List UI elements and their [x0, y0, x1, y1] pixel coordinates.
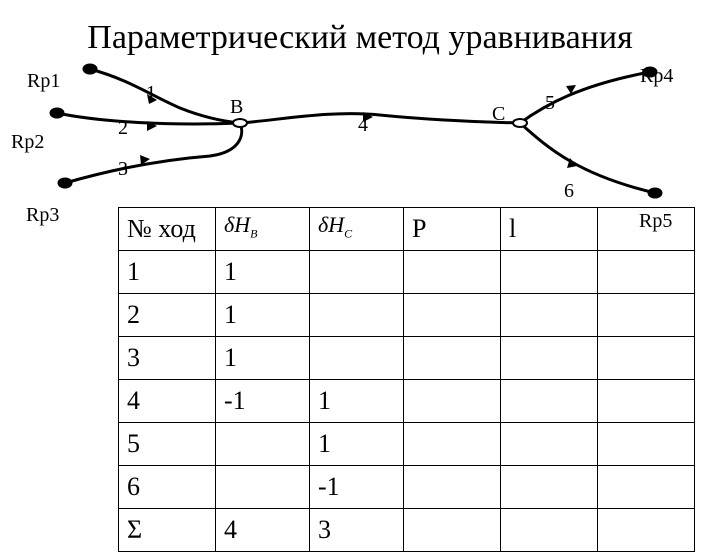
node-c-label: C [492, 103, 506, 125]
extra-cell [597, 379, 695, 423]
l-cell [500, 379, 598, 423]
route-6-label: 6 [564, 180, 574, 202]
table-row: 5 1 [118, 422, 695, 466]
l-cell [500, 293, 598, 337]
table-header-row: № ход δHB δHC P l [118, 207, 695, 251]
header-delta-hb: δHB [215, 207, 310, 251]
rp5-marker [647, 187, 663, 199]
arrow-icon [140, 155, 150, 165]
rp4-label: Rp4 [640, 65, 674, 87]
p-cell [403, 465, 501, 509]
l-cell [500, 250, 598, 294]
p-cell [403, 379, 501, 423]
route-2-label: 2 [118, 117, 128, 139]
page-title: Параметрический метод уравнивания [87, 19, 633, 56]
header-l: l [500, 207, 598, 251]
p-cell [403, 508, 501, 552]
hc-cell: -1 [309, 465, 404, 509]
hb-cell [215, 422, 310, 466]
benchmark-markers [49, 63, 663, 199]
l-cell [500, 336, 598, 380]
route-4-line [239, 112, 521, 125]
route-cell: 2 [118, 293, 216, 337]
leveling-network-diagram [49, 63, 663, 199]
node-b-label: B [230, 96, 244, 118]
direction-arrows [140, 85, 577, 168]
table-row: 6 -1 [118, 465, 695, 509]
hc-cell: 1 [309, 422, 404, 466]
table-row: 2 1 [118, 293, 695, 337]
table-row: 1 1 [118, 250, 695, 294]
rp3-marker [57, 177, 73, 189]
route-1-label: 1 [146, 82, 156, 104]
route-5-label: 5 [545, 92, 555, 114]
hc-cell [309, 293, 404, 337]
l-cell [500, 422, 598, 466]
hb-cell: 1 [215, 293, 310, 337]
rp2-marker [49, 107, 65, 119]
hb-cell [215, 465, 310, 509]
arrow-icon [566, 85, 576, 94]
table-row: 4 -1 1 [118, 379, 695, 423]
extra-cell [597, 465, 695, 509]
hc-cell [309, 250, 404, 294]
hb-cell: 1 [215, 336, 310, 380]
node-c-marker [512, 118, 528, 128]
hc-cell: 1 [309, 379, 404, 423]
route-2-line [56, 111, 241, 126]
rp4-marker [642, 66, 658, 78]
arrow-icon [567, 158, 577, 168]
sum-label-cell: Σ [118, 508, 216, 552]
route-4-label: 4 [358, 114, 368, 136]
route-cell: 4 [118, 379, 216, 423]
route-cell: 1 [118, 250, 216, 294]
route-6-line [518, 121, 656, 195]
l-cell [500, 508, 598, 552]
route-cell: 5 [118, 422, 216, 466]
hb-cell: 1 [215, 250, 310, 294]
table-row: 3 1 [118, 336, 695, 380]
l-cell [500, 465, 598, 509]
rp3-label: Rp3 [26, 204, 60, 226]
extra-cell [597, 293, 695, 337]
header-empty [597, 207, 695, 251]
route-5-line [519, 70, 651, 125]
route-1-line [89, 67, 241, 125]
sum-hb-cell: 4 [215, 508, 310, 552]
extra-cell [597, 336, 695, 380]
sum-hc-cell: 3 [309, 508, 404, 552]
p-cell [403, 250, 501, 294]
arrow-icon [147, 121, 157, 131]
route-cell: 6 [118, 465, 216, 509]
arrow-icon [147, 94, 157, 104]
hb-cell: -1 [215, 379, 310, 423]
route-3-label: 3 [118, 158, 128, 180]
p-cell [403, 422, 501, 466]
extra-cell [597, 422, 695, 466]
rp2-label: Rp2 [11, 131, 45, 153]
rp1-marker [82, 63, 98, 75]
route-cell: 3 [118, 336, 216, 380]
header-route-number: № ход [118, 207, 216, 251]
extra-cell [597, 250, 695, 294]
route-3-line [64, 122, 244, 185]
rp1-label: Rp1 [27, 70, 61, 92]
extra-cell [597, 508, 695, 552]
arrow-icon [363, 112, 373, 122]
coefficients-table: № ход δHB δHC P l 1 1 2 1 3 1 4 -1 1 [118, 207, 695, 552]
header-delta-hc: δHC [309, 207, 404, 251]
header-p: P [403, 207, 501, 251]
node-b-marker [232, 118, 248, 128]
hc-cell [309, 336, 404, 380]
p-cell [403, 293, 501, 337]
p-cell [403, 336, 501, 380]
table-sum-row: Σ 4 3 [118, 508, 695, 552]
